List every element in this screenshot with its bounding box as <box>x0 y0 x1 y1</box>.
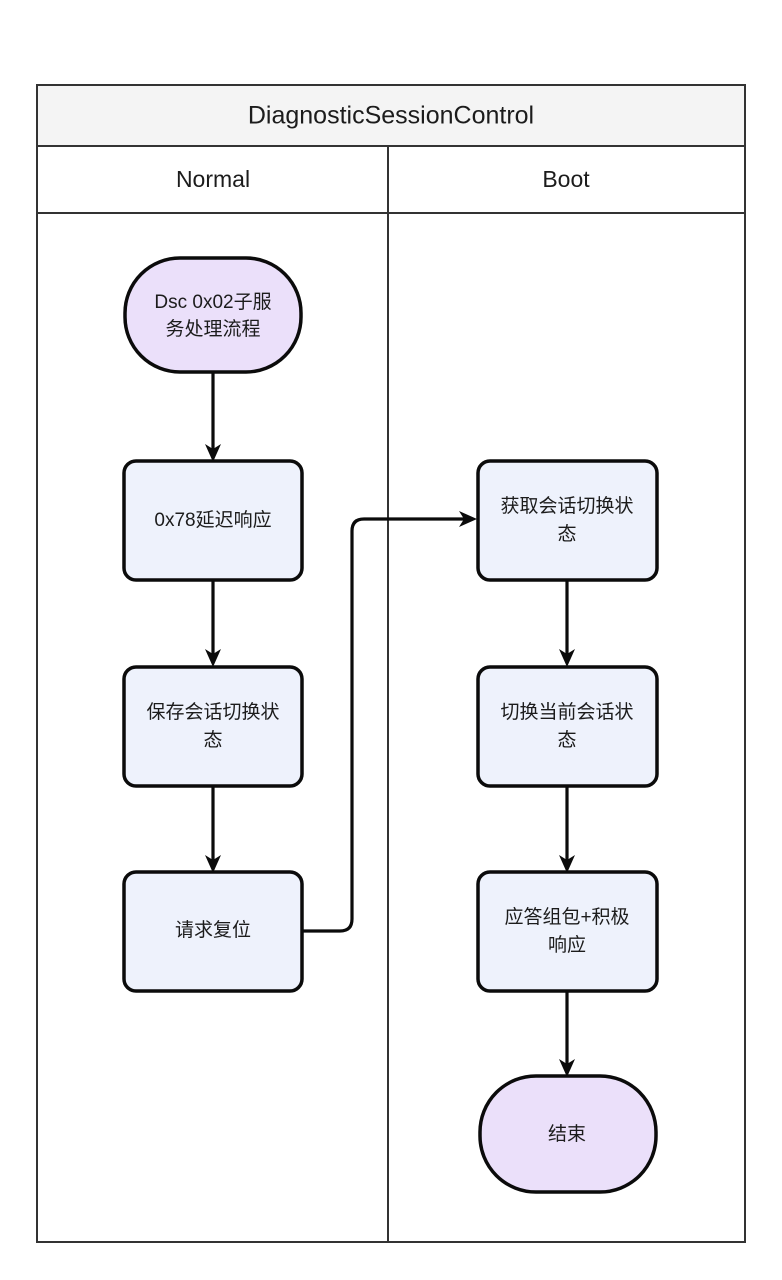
node-response-assemble[interactable]: 应答组包+积极 响应 <box>476 870 659 993</box>
node-start[interactable]: Dsc 0x02子服 务处理流程 <box>123 256 303 374</box>
node-delay-response-label: 0x78延迟响应 <box>154 509 271 531</box>
node-delay-response[interactable]: 0x78延迟响应 <box>122 459 304 582</box>
node-start-label-line2: 务处理流程 <box>165 318 260 340</box>
node-get-session-state[interactable]: 获取会话切换状 态 <box>476 459 659 582</box>
node-get-session-state-label-line1: 获取会话切换状 <box>500 495 633 517</box>
node-delay-response-shape <box>122 459 304 582</box>
node-switch-session-state-label-line1: 切换当前会话状 <box>500 701 633 723</box>
edge-start-to-delay-response <box>205 372 221 462</box>
edge-response-assemble-to-end <box>559 991 575 1077</box>
node-request-reset-shape <box>122 870 304 993</box>
node-switch-session-state-shape <box>476 665 659 788</box>
connectors-layer <box>205 372 575 1077</box>
node-save-session-state-label-line2: 态 <box>203 729 222 751</box>
node-end-label: 结束 <box>548 1123 586 1145</box>
node-start-shape <box>123 256 303 374</box>
node-request-reset[interactable]: 请求复位 <box>122 870 304 993</box>
node-save-session-state-label-line1: 保存会话切换状 <box>146 701 279 723</box>
diagram-outer-border <box>36 84 746 1243</box>
edge-save-session-state-to-request-reset <box>205 786 221 873</box>
node-switch-session-state-label-line2: 态 <box>557 729 576 751</box>
column-header-boot: Boot <box>542 166 590 192</box>
diagram-title-band <box>36 84 746 147</box>
node-get-session-state-label-line2: 态 <box>557 523 576 545</box>
node-response-assemble-shape <box>476 870 659 993</box>
node-save-session-state-shape <box>122 665 304 788</box>
page-title: DiagnosticSessionControl <box>248 102 534 130</box>
edge-request-reset-to-get-session-state <box>302 511 477 933</box>
node-request-reset-label: 请求复位 <box>175 919 251 941</box>
edge-delay-response-to-save-session-state <box>205 580 221 667</box>
edge-get-session-state-to-switch-session-state <box>559 580 575 667</box>
node-start-label-line1: Dsc 0x02子服 <box>154 292 271 313</box>
swimlane-frame <box>36 84 746 1243</box>
node-response-assemble-label-line1: 应答组包+积极 <box>504 906 629 928</box>
column-header-normal: Normal <box>176 166 250 192</box>
node-switch-session-state[interactable]: 切换当前会话状 态 <box>476 665 659 788</box>
edge-switch-session-state-to-response-assemble <box>559 786 575 873</box>
node-end-shape <box>478 1074 658 1194</box>
node-get-session-state-shape <box>476 459 659 582</box>
node-end[interactable]: 结束 <box>478 1074 658 1194</box>
node-save-session-state[interactable]: 保存会话切换状 态 <box>122 665 304 788</box>
node-response-assemble-label-line2: 响应 <box>548 934 586 956</box>
